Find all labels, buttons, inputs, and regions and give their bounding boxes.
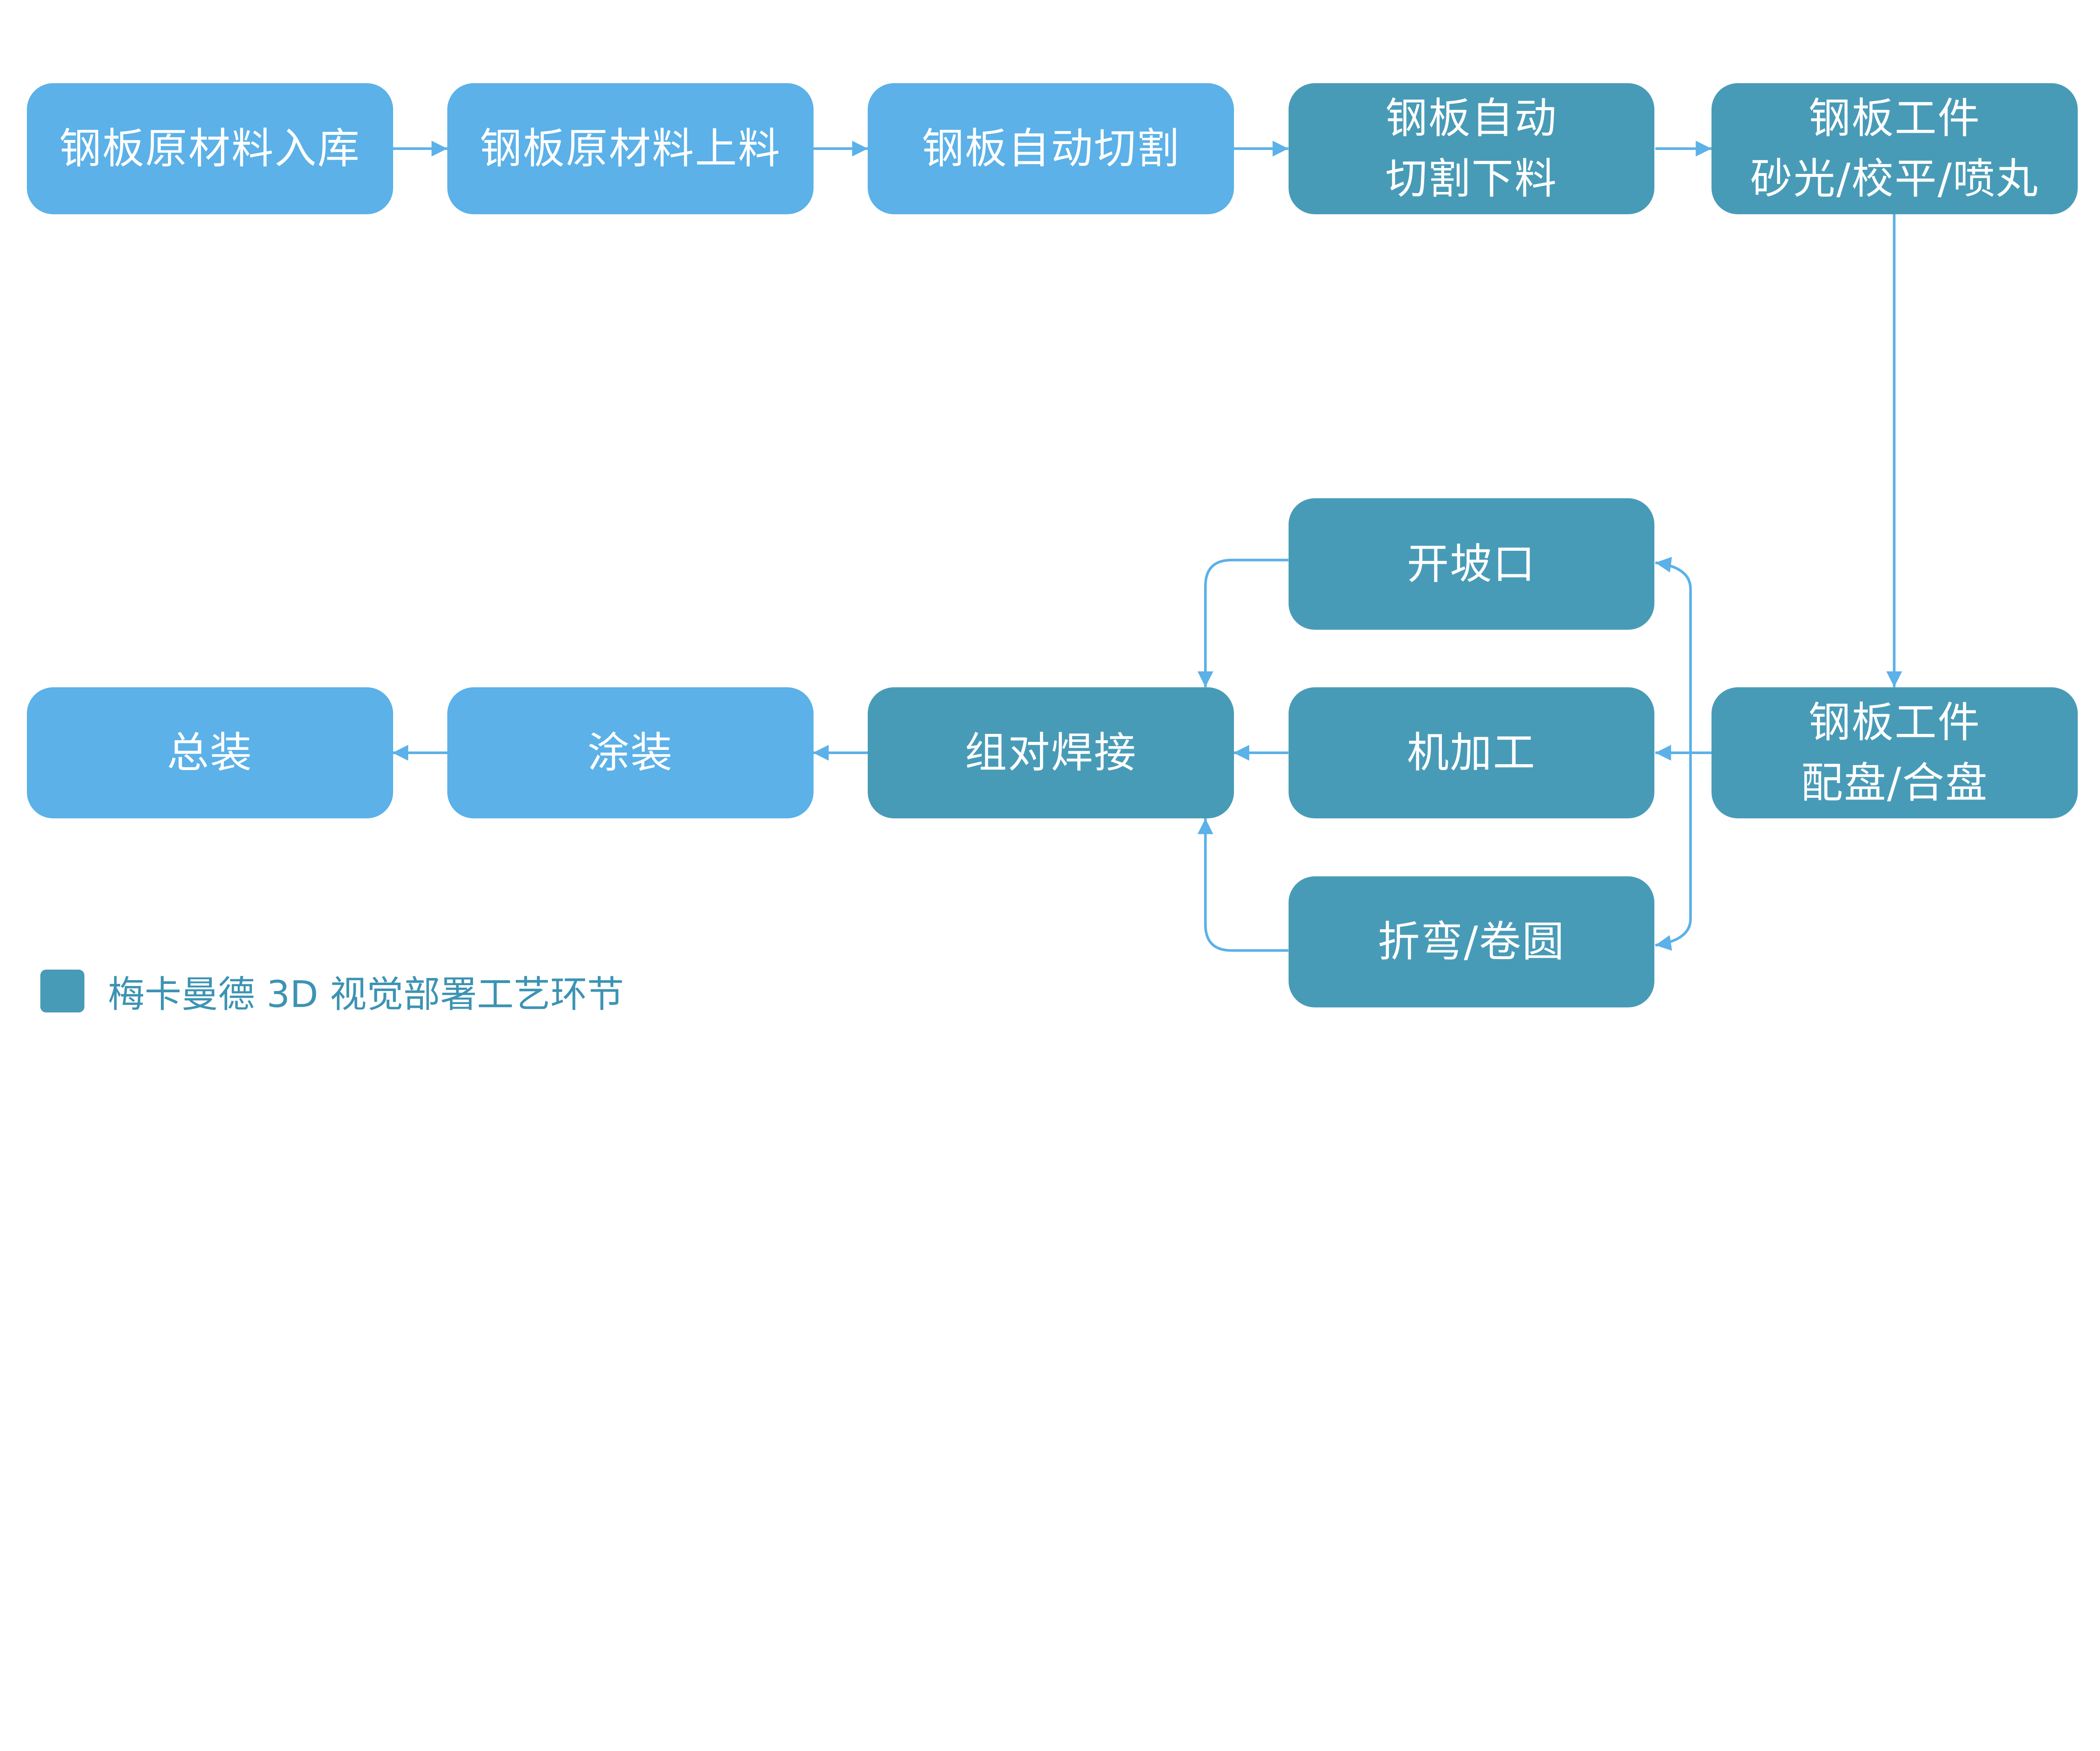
step-machining: 机加工 (1288, 687, 1655, 819)
step-label: 钢板原材料入库 (59, 124, 361, 173)
step-painting: 涂装 (447, 687, 814, 819)
legend-swatch (40, 969, 84, 1013)
step-auto-cutting: 钢板自动切割 (868, 83, 1234, 214)
step-final-assembly: 总装 (26, 687, 393, 819)
step-raw-material-loading: 钢板原材料上料 (447, 83, 814, 214)
connectors (392, 141, 1902, 952)
step-label: 切割下料 (1385, 154, 1558, 203)
arrow-s6-s7 (1655, 557, 1692, 753)
step-label: 折弯/卷圆 (1378, 917, 1565, 966)
arrow-s7-s10 (1197, 559, 1289, 687)
legend-label: 梅卡曼德 3D 视觉部署工艺环节 (108, 973, 624, 1016)
step-raw-material-storage: 钢板原材料入库 (26, 83, 393, 214)
step-kitting: 钢板工件配盘/合盘 (1712, 687, 2078, 819)
arrow-s9-s10 (1197, 818, 1289, 952)
step-label: 开坡口 (1407, 539, 1536, 589)
step-label: 机加工 (1407, 728, 1536, 777)
step-label: 涂装 (587, 728, 674, 777)
step-label: 钢板工件 (1808, 94, 1981, 143)
step-label: 钢板自动切割 (921, 124, 1180, 173)
step-assembly-welding: 组对焊接 (868, 687, 1234, 819)
step-label: 钢板原材料上料 (480, 124, 781, 173)
step-bending-rolling: 折弯/卷圆 (1288, 876, 1655, 1008)
step-label: 配盘/合盘 (1801, 758, 1989, 807)
step-label: 砂光/校平/喷丸 (1750, 154, 2039, 203)
legend: 梅卡曼德 3D 视觉部署工艺环节 (40, 965, 624, 1018)
step-label: 总装 (167, 728, 253, 777)
step-label: 钢板自动 (1385, 94, 1558, 143)
step-label: 钢板工件 (1808, 698, 1981, 747)
step-auto-cutting-unloading: 钢板自动切割下料 (1288, 83, 1655, 214)
arrow-s6-s9 (1655, 752, 1692, 951)
step-beveling: 开坡口 (1288, 498, 1655, 630)
step-sanding-leveling-blasting: 钢板工件砂光/校平/喷丸 (1712, 83, 2078, 214)
step-label: 组对焊接 (965, 728, 1137, 777)
